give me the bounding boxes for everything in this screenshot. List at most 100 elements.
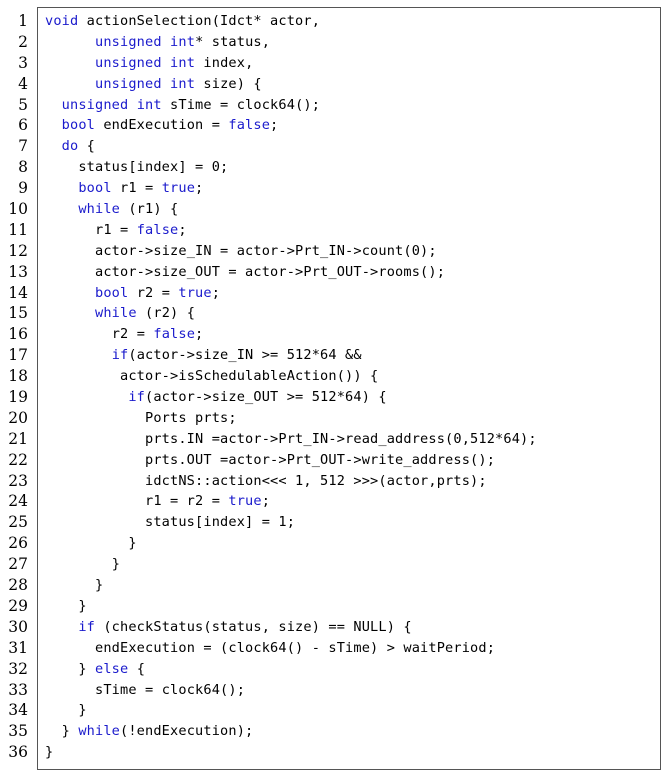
code-text: while (r2) { [45,303,195,324]
line-number: 28 [8,576,28,595]
line-number: 35 [8,722,28,741]
code-token: index, [195,54,254,71]
line-number: 5 [18,95,28,114]
code-token: r1 = r2 = [145,493,229,510]
code-text: if(actor->size_IN >= 512*64 && [45,345,362,366]
code-text: status[index] = 0; [45,157,228,178]
code-line: 28 } [0,575,668,596]
line-number: 17 [8,346,28,365]
code-keyword: false [228,117,271,134]
line-number: 31 [8,638,28,657]
code-line: 15 while (r2) { [0,303,668,324]
line-number: 30 [8,617,28,636]
line-number: 11 [8,220,28,239]
code-line: 8 status[index] = 0; [0,157,668,178]
code-token: } [45,744,54,761]
code-line: 13 actor->size_OUT = actor->Prt_OUT->roo… [0,262,668,283]
code-text: while (r1) { [45,199,178,220]
code-token: idctNS::action<<< 1, 512 >>>(actor,prts)… [145,472,487,489]
code-line: 14 bool r2 = true; [0,283,668,304]
code-keyword: int [170,33,196,50]
code-line: 27 } [0,554,668,575]
code-token: r1 = [111,180,162,197]
code-text: do { [45,136,95,157]
line-number: 12 [8,241,28,260]
code-token: size) { [195,75,262,92]
code-text: } [45,554,120,575]
code-keyword: unsigned [95,33,162,50]
line-number: 27 [8,555,28,574]
line-number: 14 [8,283,28,302]
line-number: 4 [18,74,28,93]
code-token: ; [195,180,204,197]
code-token: (r2) { [136,305,196,322]
code-keyword: void [45,13,79,29]
line-number: 26 [8,534,28,553]
code-token: (checkStatus(status, size) == NULL) { [95,618,412,635]
code-keyword: do [61,138,79,155]
line-number: 15 [8,304,28,323]
code-token: actor->size_IN = actor->Prt_IN->count(0)… [95,242,437,259]
code-text: } [45,596,87,617]
code-keyword: false [153,326,196,343]
code-token [128,97,136,113]
code-token: ; [211,284,221,301]
code-keyword: else [95,660,129,677]
code-text: bool endExecution = false; [45,115,279,136]
code-line: 17 if(actor->size_IN >= 512*64 && [0,345,668,366]
code-token: (actor->size_OUT >= 512*64) { [145,389,387,406]
code-keyword: int [136,96,162,113]
code-token: } [78,597,87,614]
code-token: } [111,556,121,573]
code-line: 19 if(actor->size_OUT >= 512*64) { [0,387,668,408]
line-number: 13 [8,262,28,281]
code-text: } [45,700,87,721]
line-number: 10 [8,200,28,219]
code-token: ; [270,117,279,134]
code-line: 23 idctNS::action<<< 1, 512 >>>(actor,pr… [0,471,668,492]
code-line: 11 r1 = false; [0,220,668,241]
code-token: r1 = [95,221,137,238]
line-number: 29 [8,596,28,615]
code-text: r2 = false; [45,324,204,345]
line-number: 22 [8,450,28,469]
code-text: } [45,742,53,763]
code-keyword: true [161,180,196,197]
code-token: } [95,577,104,594]
code-text: status[index] = 1; [45,512,295,533]
code-token: * status, [195,33,271,50]
line-number: 21 [8,429,28,448]
code-token: status[index] = 0; [78,159,229,176]
line-number: 16 [8,325,28,344]
code-line: 21 prts.IN =actor->Prt_IN->read_address(… [0,429,668,450]
code-line: 9 bool r1 = true; [0,178,668,199]
line-number: 3 [18,53,28,72]
code-line: 16 r2 = false; [0,324,668,345]
code-keyword: bool [95,284,129,301]
code-line: 30 if (checkStatus(status, size) == NULL… [0,617,668,638]
code-token: } [61,723,79,740]
code-token: endExecution = (clock64() - sTime) > wai… [95,639,496,656]
code-token: (!endExecution); [120,723,254,740]
code-keyword: bool [78,180,112,197]
code-text: endExecution = (clock64() - sTime) > wai… [45,638,495,659]
code-keyword: while [78,201,121,218]
code-line: 7 do { [0,136,668,157]
code-text: if(actor->size_OUT >= 512*64) { [45,387,387,408]
line-number: 20 [8,408,28,427]
code-token: Ports prts; [145,409,237,426]
code-keyword: if [128,389,146,406]
code-line: 4 unsigned int size) { [0,74,668,95]
code-keyword: true [178,284,212,301]
code-token: actionSelection(Idct* actor, [78,13,321,29]
code-text: r1 = r2 = true; [45,491,270,512]
code-text: unsigned int index, [45,53,253,74]
code-keyword: while [95,305,137,322]
code-token: { [78,138,96,155]
code-token: (actor->size_IN >= 512*64 && [128,347,362,364]
code-text: r1 = false; [45,220,187,241]
code-token [162,76,170,92]
